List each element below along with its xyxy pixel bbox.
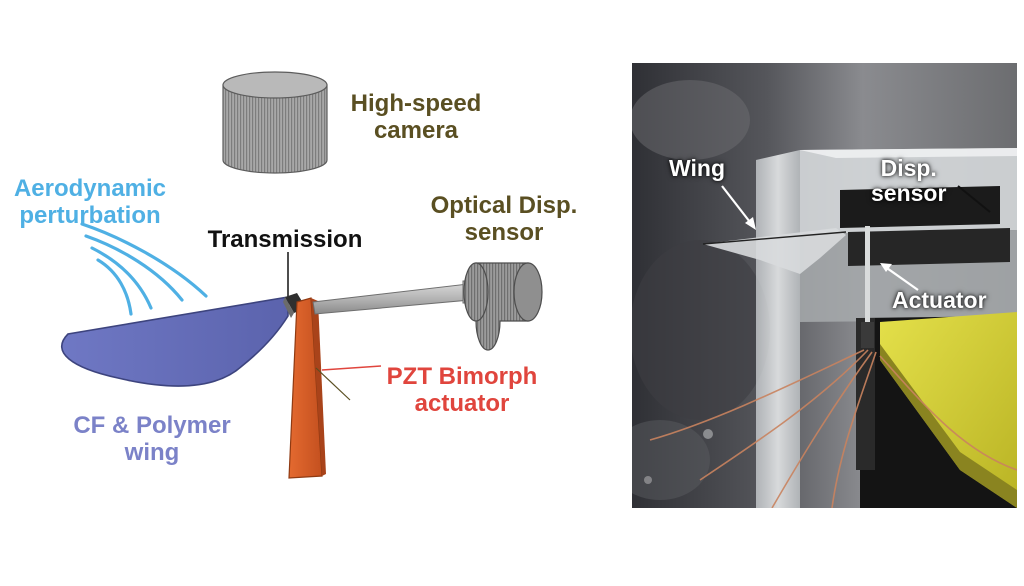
pzt-label-line-1: PZT Bimorph [386, 363, 538, 390]
experimental-setup-photo [632, 63, 1017, 508]
aero-perturbation-label: Aerodynamic perturbation [2, 175, 178, 229]
aero-label-line-2: perturbation [19, 202, 161, 229]
photo-wing-label: Wing [669, 155, 725, 181]
wing-label: CF & Polymer wing [56, 412, 248, 466]
disp-label-line-2: sensor [464, 219, 544, 246]
polymer-wing [61, 296, 289, 387]
disp-sensor-label: Optical Disp. sensor [424, 192, 584, 246]
camera-label: High-speed camera [318, 90, 514, 144]
airflow-lines [80, 222, 208, 316]
disp-label-line-1: Optical Disp. [430, 192, 578, 219]
photo-disp-line-2: sensor [871, 180, 947, 206]
aero-label-line-1: Aerodynamic [13, 175, 167, 202]
photo-disp-line-1: Disp. [880, 155, 937, 181]
optical-disp-sensor [312, 262, 543, 351]
pzt-actuator [288, 297, 382, 479]
photo-actuator-label: Actuator [892, 287, 987, 313]
photo-disp-sensor-label: Disp. sensor [871, 156, 946, 206]
wing-label-line-2: wing [124, 439, 180, 466]
camera-label-line-1: High-speed [350, 90, 482, 117]
pzt-actuator-label: PZT Bimorph actuator [364, 363, 560, 417]
camera-label-line-2: camera [373, 117, 459, 144]
high-speed-camera [222, 71, 328, 174]
pzt-label-line-2: actuator [414, 390, 510, 417]
transmission-label-line-1: Transmission [207, 226, 363, 253]
wing-label-line-1: CF & Polymer [73, 412, 231, 439]
transmission-label: Transmission [188, 226, 382, 253]
